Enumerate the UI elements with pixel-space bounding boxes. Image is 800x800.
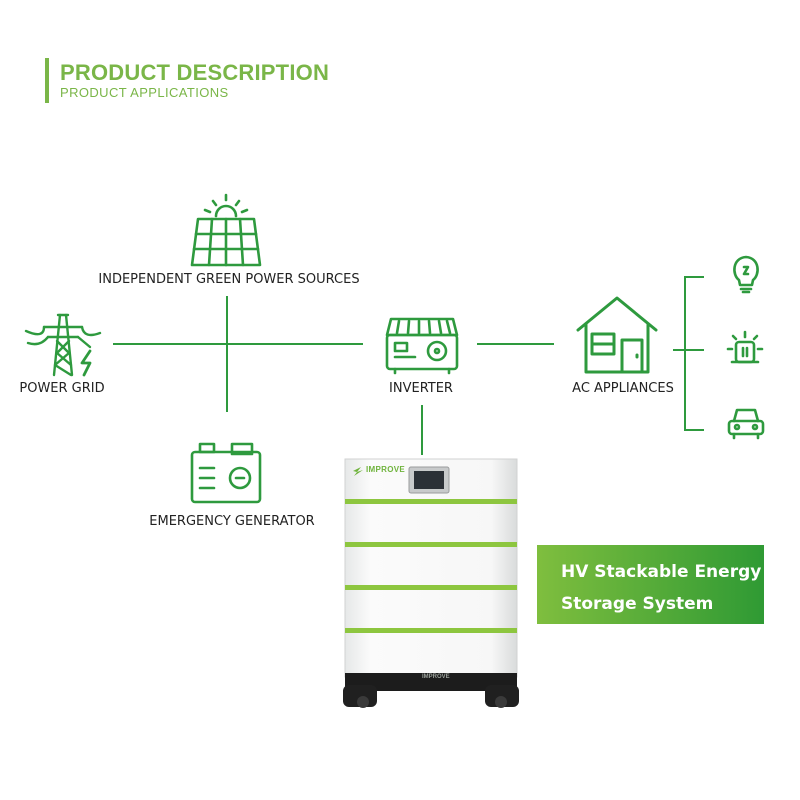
house-icon [574,294,660,374]
connector-line-appliances [673,349,685,351]
alarm-light-icon [726,330,764,368]
connector-line-inverter-down [421,405,423,455]
brand-logo: IMPROVE [366,465,405,474]
connector-line-left [113,343,363,345]
bracket-bottom [684,429,704,431]
connector-line-middle [477,343,554,345]
product-name-line1: HV Stackable Energy [561,562,762,582]
solar-panel-icon [188,193,264,269]
bracket-vertical [684,276,686,431]
product-name-line2: Storage System [561,594,714,614]
brand-logo-small: IMPROVE [422,674,450,680]
power-tower-icon [24,313,102,377]
page-subtitle: PRODUCT APPLICATIONS [60,85,229,100]
inverter-icon [385,317,459,375]
grid-label: POWER GRID [19,381,105,396]
page-title: PRODUCT DESCRIPTION [60,60,330,85]
header-accent-bar [45,58,49,103]
solar-label: INDEPENDENT GREEN POWER SOURCES [98,272,360,287]
battery-unit [343,455,519,716]
car-icon [726,405,766,441]
bracket-top [684,276,704,278]
connector-line-vertical [226,296,228,412]
generator-label: EMERGENCY GENERATOR [149,514,315,529]
lightbulb-icon [730,254,762,294]
appliances-label: AC APPLIANCES [572,381,674,396]
product-name-box: HV Stackable Energy Storage System [537,545,764,624]
generator-icon [188,440,264,506]
bracket-middle [684,349,704,351]
inverter-label: INVERTER [389,381,453,396]
